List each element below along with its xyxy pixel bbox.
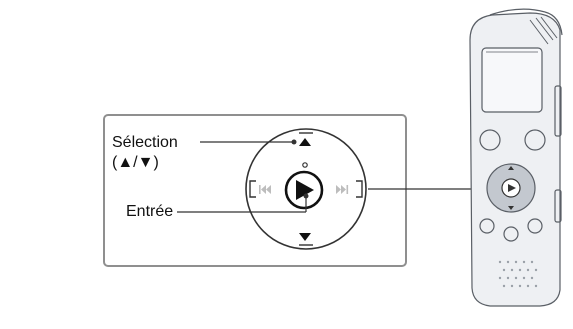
entry-label: Entrée xyxy=(126,203,174,220)
next-track-icon[interactable] xyxy=(336,185,349,194)
selection-keys-label: (▲/▼) xyxy=(112,154,159,171)
play-icon xyxy=(296,180,314,200)
voice-recorder-device xyxy=(469,8,563,307)
previous-track-icon[interactable] xyxy=(259,185,271,194)
selection-leader-dot xyxy=(291,139,297,145)
down-arrow-icon[interactable] xyxy=(299,233,311,241)
selection-label: Sélection xyxy=(112,134,178,151)
center-dot-icon xyxy=(302,162,308,168)
entry-leader-dot xyxy=(303,193,309,199)
up-arrow-icon[interactable] xyxy=(299,138,311,146)
